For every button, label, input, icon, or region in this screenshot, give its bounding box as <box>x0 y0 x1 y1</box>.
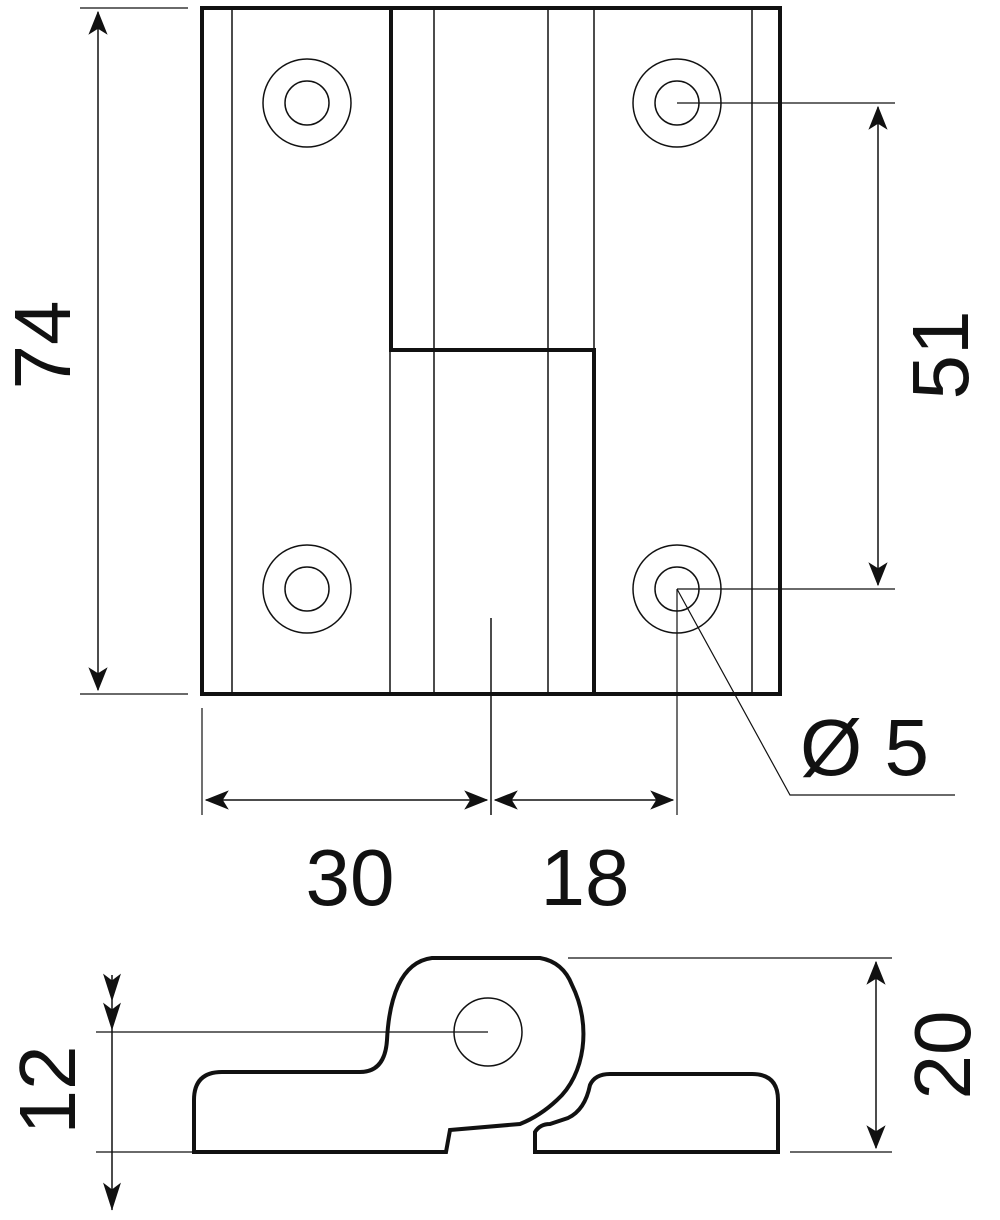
dim-offset-left-label: 30 <box>306 833 395 922</box>
screw-hole-top-left <box>262 58 352 148</box>
dim-offset-right-label: 18 <box>541 833 630 922</box>
diameter-leader <box>676 588 955 796</box>
dim-height-label: 74 <box>0 301 87 390</box>
dim-hole-spacing-label: 51 <box>896 311 985 400</box>
knuckle-outline <box>389 8 596 694</box>
dim-pin-height-label: 12 <box>3 1046 92 1135</box>
dim-thickness-label: 20 <box>898 1011 987 1100</box>
front-view <box>80 6 955 815</box>
dim-hole-diameter-label: Ø 5 <box>800 703 929 792</box>
side-leaf-left <box>192 956 586 1154</box>
screw-hole-bottom-left <box>262 544 352 634</box>
side-leaf-right <box>533 1072 780 1154</box>
side-view <box>96 956 892 1211</box>
